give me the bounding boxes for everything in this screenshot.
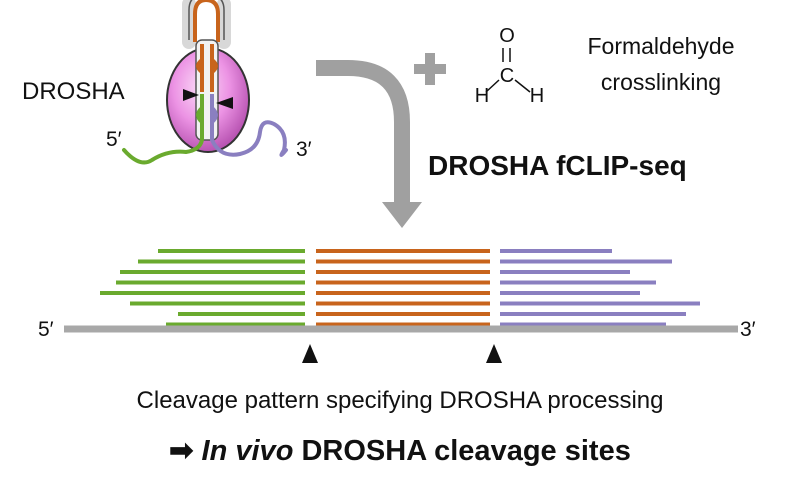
atom-O: O [499, 25, 515, 47]
cleavage-pattern-caption: Cleavage pattern specifying DROSHA proce… [136, 387, 664, 414]
plus-icon [414, 53, 446, 85]
read-stack [100, 249, 700, 327]
atom-H-right: H [530, 85, 544, 107]
five-prime-end-bottom: 5′ [38, 318, 54, 341]
conclusion-italic: In vivo [201, 435, 294, 467]
formaldehyde-structure: O C H H [475, 25, 544, 107]
curved-arrow-icon [316, 60, 410, 206]
cleavage-arrowhead-icon [216, 97, 233, 109]
cleavage-arrowhead-icon [486, 344, 502, 363]
three-prime-flank [210, 120, 288, 157]
formaldehyde-label-line2: crosslinking [600, 69, 722, 95]
atom-C: C [500, 65, 514, 87]
method-label: DROSHA fCLIP-seq [428, 150, 687, 181]
formaldehyde-label-line1: Formaldehyde [587, 33, 735, 59]
atom-H-left: H [475, 85, 489, 107]
drosha-complex [122, 0, 288, 165]
right-arrow-icon: ➡ [169, 435, 194, 467]
three-prime-end-bottom: 3′ [740, 318, 756, 341]
drosha-label: DROSHA [22, 78, 125, 105]
cleavage-arrowhead-icon [302, 344, 318, 363]
five-prime-flank [122, 138, 204, 165]
hairpin-loop [193, 0, 220, 42]
cleavage-arrowhead-icon [183, 89, 199, 101]
conclusion-line: ➡ In vivo DROSHA cleavage sites [0, 433, 800, 468]
three-prime-end-top: 3′ [296, 138, 312, 161]
five-prime-end-top: 5′ [106, 128, 122, 151]
formaldehyde-label: Formaldehyde crosslinking [566, 28, 756, 100]
conclusion-rest: DROSHA cleavage sites [301, 435, 631, 467]
